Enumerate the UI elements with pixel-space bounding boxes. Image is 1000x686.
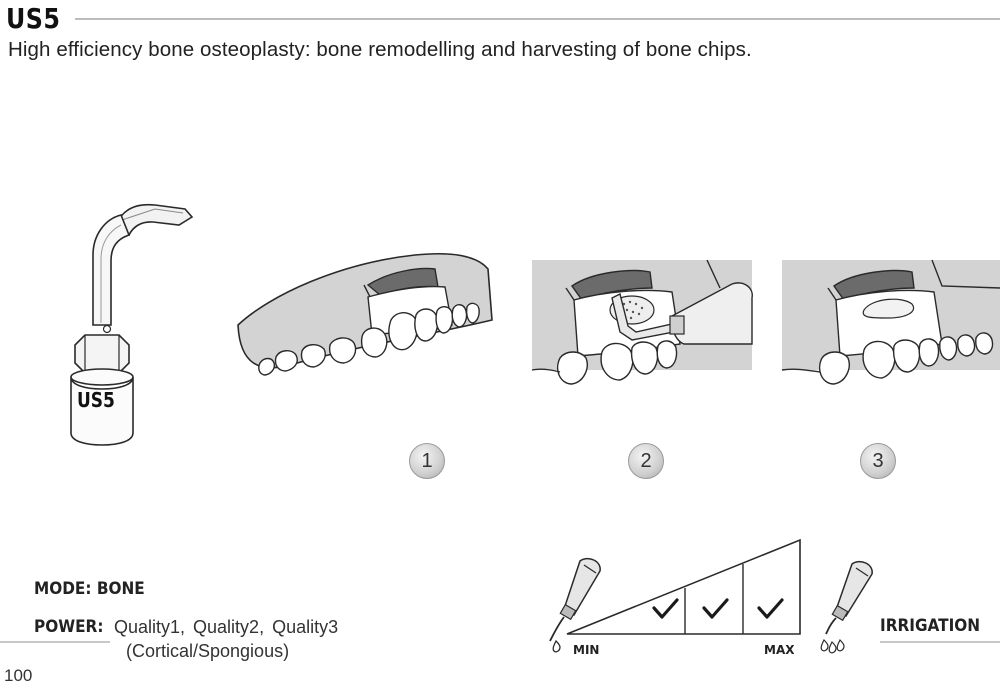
handpiece-icon xyxy=(549,557,601,653)
check-mark-1 xyxy=(652,598,679,619)
step-3-illustration xyxy=(781,259,1000,385)
irrigation-label: IRRIGATION xyxy=(880,616,981,636)
step-1-illustration xyxy=(237,252,493,376)
step-number: 3 xyxy=(872,449,884,472)
page-title: US5 xyxy=(6,2,61,35)
step-number: 1 xyxy=(421,449,433,472)
power-max-label: MAX xyxy=(764,643,795,657)
step-badge-3: 3 xyxy=(860,443,896,479)
step-badge-1: 1 xyxy=(409,443,445,479)
power-label: POWER: xyxy=(34,617,104,637)
step-badge-2: 2 xyxy=(628,443,664,479)
irrigation-icon xyxy=(820,560,873,654)
title-divider xyxy=(75,18,1000,20)
power-scale-triangle xyxy=(566,538,801,635)
tip-label: US5 xyxy=(77,388,115,412)
step-2-illustration xyxy=(531,259,753,385)
step-number: 2 xyxy=(640,449,652,472)
check-mark-3 xyxy=(757,598,784,619)
us5-tip-illustration xyxy=(70,203,194,446)
power-min-label: MIN xyxy=(573,643,600,657)
mode-setting: MODE: BONE xyxy=(34,579,145,599)
power-note: (Cortical/Spongious) xyxy=(126,641,290,661)
check-mark-2 xyxy=(702,598,729,619)
page-subtitle: High efficiency bone osteoplasty: bone r… xyxy=(8,38,752,61)
power-level-checks xyxy=(652,598,784,619)
power-values: Quality1, Quality2, Quality3 xyxy=(114,617,339,637)
footer-divider-right xyxy=(880,641,1000,643)
page-number: 100 xyxy=(4,666,33,685)
footer-divider-left xyxy=(0,641,110,643)
